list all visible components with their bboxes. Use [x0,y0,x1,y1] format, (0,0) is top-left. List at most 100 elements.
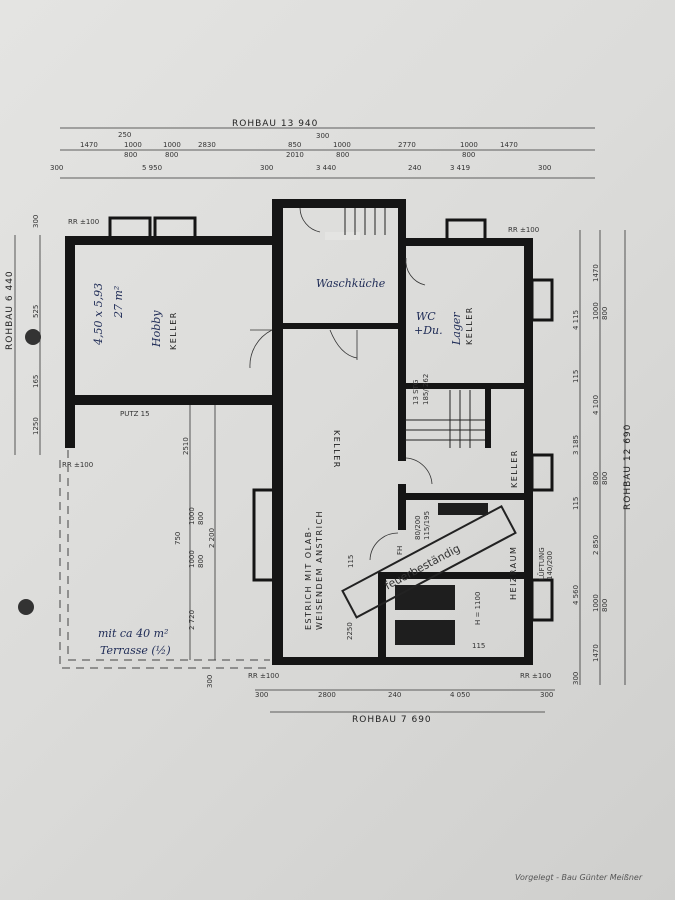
door-fh-label: FH [396,546,404,555]
doors [249,207,433,561]
svg-text:4 115: 4 115 [572,310,580,330]
svg-text:2510: 2510 [182,437,190,455]
top-dimension-row-2: 300 5 950 300 3 440 240 3 419 300 [50,164,551,172]
du-label: +Du. [414,324,443,337]
door-size: 115/195 [423,511,431,540]
waschkueche-label: Waschküche [316,277,386,290]
svg-text:300: 300 [260,164,273,172]
svg-text:300: 300 [572,672,580,685]
svg-text:1470: 1470 [592,644,600,662]
hobby-keller-label: KELLER [169,311,178,350]
level-marks: RR ±100 RR ±100 RR ±100 RR ±100 RR ±100 [62,218,551,680]
keller-middle-label: KELLER [332,430,341,469]
svg-text:RR ±100: RR ±100 [62,461,93,469]
bottom-dimension-row: 300 2800 240 4 050 300 [255,691,553,699]
svg-text:300: 300 [540,691,553,699]
overall-left-label: ROHBAU 6 440 [5,270,15,350]
dim-2250: 2250 [346,622,354,640]
svg-text:300: 300 [538,164,551,172]
svg-text:300: 300 [316,132,329,140]
lager-keller-label: KELLER [465,306,474,345]
keller-right-label: KELLER [510,449,519,488]
stairs [344,208,485,448]
svg-text:2 720: 2 720 [188,610,196,630]
heizraum-label: HEIZRAUM [509,546,518,600]
svg-text:3 440: 3 440 [316,164,336,172]
hobby-label: Hobby [150,310,163,348]
svg-text:1000: 1000 [460,141,478,149]
overall-right-label: ROHBAU 12 690 [623,424,633,510]
estrich-note: ESTRICH MIT OLAB- [304,526,313,630]
svg-text:800: 800 [601,599,609,612]
dim-115: 115 [347,555,355,568]
svg-text:750: 750 [174,532,182,545]
svg-text:800: 800 [601,472,609,485]
hobby-size-note: 4,50 x 5,93 [92,283,105,346]
svg-text:2830: 2830 [198,141,216,149]
svg-text:RR ±100: RR ±100 [68,218,99,226]
tank-height: H = 1100 [474,592,482,625]
svg-text:1000: 1000 [592,594,600,612]
svg-text:1000: 1000 [188,507,196,525]
signature: Vorgelegt - Bau Günter Meißner [515,873,643,882]
svg-text:240: 240 [408,164,421,172]
svg-text:2770: 2770 [398,141,416,149]
overall-width-label: ROHBAU 13 940 [232,119,318,129]
svg-text:4 100: 4 100 [592,395,600,415]
putz-label: PUTZ 15 [120,410,150,418]
dimension-lines [14,127,626,713]
estrich-note: WEISENDEM ANSTRICH [315,510,324,630]
svg-text:800: 800 [165,151,178,159]
svg-text:3 419: 3 419 [450,164,470,172]
hobby-area-note: 27 m² [112,286,125,319]
overall-bottom-label: ROHBAU 7 690 [352,715,432,725]
right-dimension-outer: 1470 1000 800 4 100 800 800 2 850 1000 8… [592,264,609,662]
svg-text:1470: 1470 [80,141,98,149]
terrace-note: Terrasse (½) [100,644,171,657]
svg-text:1470: 1470 [500,141,518,149]
walls [65,199,533,665]
svg-text:1250: 1250 [32,417,40,435]
svg-text:1000: 1000 [124,141,142,149]
svg-text:300: 300 [32,215,40,228]
windows [108,216,554,622]
svg-text:2 200: 2 200 [208,528,216,548]
svg-text:800: 800 [462,151,475,159]
svg-text:4 050: 4 050 [450,691,470,699]
terrace-dimensions: 2510 1000 800 750 1000 800 2 200 2 720 3… [174,437,216,688]
stair-note: 13 STG [412,380,420,405]
terrace-outline [67,450,270,661]
boiler-tanks [395,503,488,645]
svg-text:RR ±100: RR ±100 [520,672,551,680]
wc-label: WC [416,310,436,323]
svg-text:1000: 1000 [592,302,600,320]
svg-text:850: 850 [288,141,301,149]
svg-text:3 185: 3 185 [572,435,580,455]
svg-text:115: 115 [572,370,580,383]
svg-text:2010: 2010 [286,151,304,159]
terrace-note: mit ca 40 m² [98,627,168,640]
svg-text:RR ±100: RR ±100 [248,672,279,680]
door-size: 80/200 [414,515,422,540]
svg-text:165: 165 [32,375,40,388]
svg-text:2800: 2800 [318,691,336,699]
svg-text:525: 525 [32,305,40,318]
svg-text:300: 300 [50,164,63,172]
svg-text:5 950: 5 950 [142,164,162,172]
top-dimension-row-1: 1470 250 1000 800 1000 800 2830 850 2010… [80,131,518,159]
svg-text:RR ±100: RR ±100 [508,226,539,234]
stair-note: 185/ 262 [422,374,430,405]
svg-text:250: 250 [118,131,131,139]
svg-text:240: 240 [388,691,401,699]
svg-text:800: 800 [592,472,600,485]
svg-text:800: 800 [124,151,137,159]
svg-text:1000: 1000 [188,550,196,568]
svg-text:4 560: 4 560 [572,585,580,605]
svg-text:800: 800 [197,512,205,525]
svg-text:115: 115 [572,497,580,510]
svg-text:300: 300 [255,691,268,699]
svg-text:1470: 1470 [592,264,600,282]
right-dimension-inner: 4 115 115 3 185 115 4 560 300 [572,310,580,685]
svg-text:800: 800 [601,307,609,320]
dim-115: 115 [472,642,485,650]
